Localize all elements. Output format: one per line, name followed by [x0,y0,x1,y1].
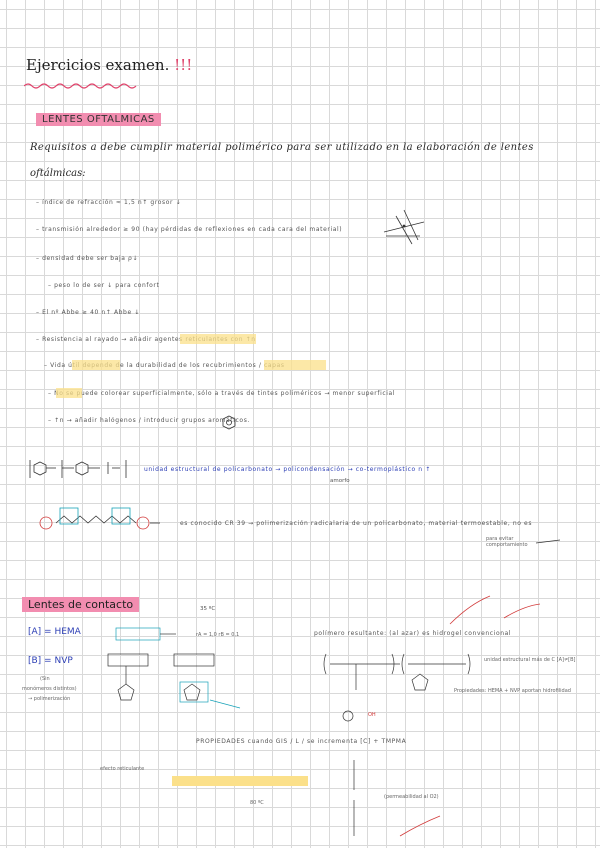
bullet-transmission: – transmisión alrededor ≥ 90 (hay pérdid… [36,226,343,233]
title-exclaim: !!! [174,56,193,74]
bullet-halogens: – ↑n → añadir halógenos / introducir gru… [48,417,250,424]
lens-sketch [383,209,425,245]
page-title: Ejercicios examen. !!! [26,56,192,74]
requirements-line-2: oftálmicas: [30,168,86,179]
arrows [353,539,561,836]
cr39-desc: es conocido CR 39 → polimerización radic… [180,520,533,527]
highlight-depende [72,360,120,370]
cr39-structure [39,507,160,530]
nvp-structure [107,653,241,709]
permeability-note: (permeabilidad al O2) [384,794,439,800]
bullet-refraction: – índice de refracción ≈ 1,5 n↑ grosor ↓ [36,199,182,206]
property-note: Propiedades: HEMA + NVP aportan hidrofil… [454,688,571,694]
nvp-note-3: → polimerización [28,696,71,702]
section-heading-optical: LENTES OFTALMICAS [36,113,161,126]
highlight-no-se [56,388,82,398]
polycarbonate-structure [29,460,127,478]
nvp-note-1: (Sin [40,676,50,682]
bullet-density: – densidad debe ser baja ρ↓ [36,255,139,262]
highlight-reticulantes [180,334,256,344]
bullet-coloring: – No se puede colorear superficialmente,… [48,390,396,397]
nvp-label: [B] = NVP [28,656,73,666]
title-text: Ejercicios examen. [26,56,170,74]
hema-structure [115,627,176,641]
polycarbonate-amorphous: amorfo [330,478,350,484]
nvp-note-2: monómeros distintos) [22,686,77,692]
oh-note: OH [368,712,376,718]
bullet-abbe: – El nº Abbe ≥ 40 n↑ Abbe ↓ [36,309,140,316]
bullet-scratch: – Resistencia al rayado → añadir agentes… [36,336,256,343]
annotation-curves [399,595,541,837]
hema-label: [A] = HEMA [28,627,81,637]
reaction-temp: 35 ºC [200,606,216,612]
temp-note: 80 ºC [250,800,264,806]
bullet-lifetime: – Vida útil depende de la durabilidad de… [44,362,285,369]
tmpma-highlight [172,776,308,786]
spectrum-note: efecto reticulante [100,766,145,772]
cr39-note: para evitar comportamiento [486,536,528,548]
requirements-line-1: Requisitos a debe cumplir material polim… [30,142,534,153]
title-underline [24,83,137,89]
section-heading-contact: Lentes de contacto [22,597,140,612]
polymer-result: polímero resultante: (al azar) es hidrog… [314,630,512,637]
benzene-icon [222,415,236,430]
polycarbonate-desc: unidad estructural de policarbonato → po… [144,466,431,473]
block-note: unidad estructural más de C [A]≠[B] [484,657,576,663]
copolymer-structure [323,653,471,722]
reactivity-ratio: rA = 1,0 rB = 0,1 [196,632,240,638]
bullet-weight: – peso lo de ser ↓ para confort [48,282,160,289]
product-props: PROPIEDADES cuando GIS / L / se incremen… [196,738,407,745]
highlight-recubrimientos [264,360,326,370]
